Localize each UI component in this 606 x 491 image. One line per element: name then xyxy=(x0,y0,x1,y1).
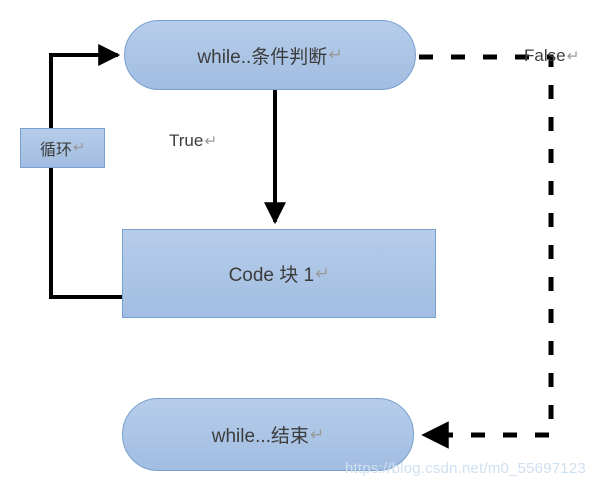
node-while-end[interactable]: while...结束↵ xyxy=(122,398,414,471)
edge-label-true-text: True xyxy=(169,131,204,150)
edge-false-to-while-end xyxy=(419,54,554,449)
carriage-return-icon: ↵ xyxy=(309,424,325,444)
carriage-return-icon: ↵ xyxy=(204,133,218,150)
edge-label-true: True↵ xyxy=(169,131,217,151)
watermark-text: https://blog.csdn.net/m0_55697123 xyxy=(345,460,586,477)
carriage-return-icon: ↵ xyxy=(328,45,343,64)
node-while-condition[interactable]: while..条件判断↵ xyxy=(124,20,416,90)
node-loop-label-text: 循环 xyxy=(39,142,72,159)
node-loop-label[interactable]: 循环↵ xyxy=(20,128,105,168)
node-while-end-label: while...结束 xyxy=(211,426,309,447)
edge-label-false: False↵ xyxy=(524,46,579,66)
carriage-return-icon: ↵ xyxy=(72,140,86,156)
node-code-block-label: Code 块 1 xyxy=(228,265,315,286)
carriage-return-icon: ↵ xyxy=(566,48,580,65)
carriage-return-icon: ↵ xyxy=(315,263,330,283)
edge-loopback-to-while-cond xyxy=(49,44,122,299)
node-while-condition-label: while..条件判断 xyxy=(197,46,328,68)
node-code-block[interactable]: Code 块 1↵ xyxy=(122,229,436,318)
edge-label-false-text: False xyxy=(524,46,566,65)
